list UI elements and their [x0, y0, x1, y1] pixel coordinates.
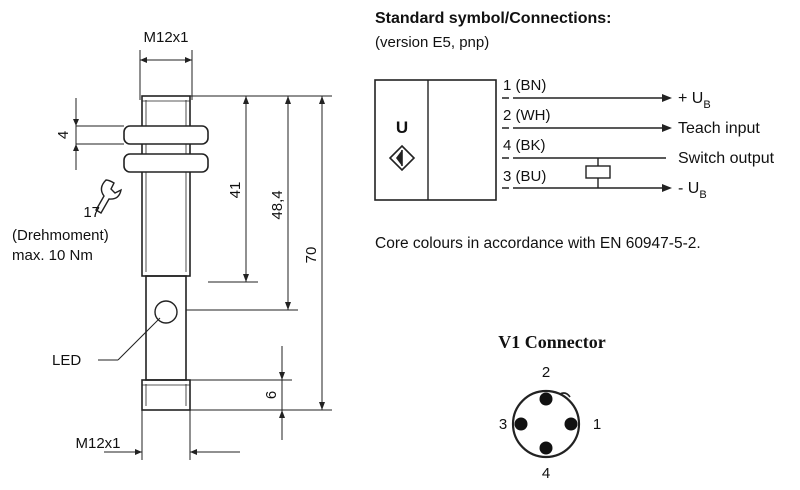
thread-bottom-label: M12x1 — [75, 435, 120, 452]
proximity-symbol-icon — [388, 144, 416, 172]
dim-48-4-label: 48,4 — [269, 190, 286, 219]
torque-value: max. 10 Nm — [12, 247, 93, 264]
nut-width-label: 4 — [55, 131, 72, 139]
pin-label-4: 4 — [542, 465, 550, 482]
pin-3 — [514, 417, 528, 431]
wrench-size-label: 17 — [83, 204, 100, 221]
dim-41-label: 41 — [227, 182, 244, 199]
pin-label-2: 2 — [542, 364, 550, 381]
thread-top-label: M12x1 — [143, 29, 188, 46]
nut-lower — [123, 153, 209, 173]
output-switch-output: Switch output — [678, 150, 775, 167]
connector-title: V1 Connector — [498, 332, 605, 352]
pin-4 — [539, 441, 553, 455]
symbol-title: Standard symbol/Connections: — [375, 10, 611, 27]
nut-upper — [123, 125, 209, 145]
sensor-symbol-box — [374, 79, 497, 201]
torque-label: (Drehmoment) — [12, 227, 109, 244]
sensor-mechanical-drawing: M12x1 — [12, 29, 332, 460]
wire-label-1: 1 (BN) — [503, 77, 546, 94]
pin-label-1: 1 — [593, 416, 601, 433]
symbol-subtitle: (version E5, pnp) — [375, 34, 489, 51]
pin-label-3: 3 — [499, 416, 507, 433]
symbol-box-letter: U — [396, 118, 408, 137]
load-symbol — [585, 158, 611, 188]
led-window — [154, 300, 178, 324]
v1-connector: V1 Connector 2 3 1 4 — [498, 332, 605, 482]
wire-label-3: 3 (BU) — [503, 168, 546, 185]
pin-2 — [539, 392, 553, 406]
sensor-body — [123, 95, 209, 411]
dim-6-label: 6 — [263, 391, 280, 399]
pin-1 — [564, 417, 578, 431]
core-colours-note: Core colours in accordance with EN 60947… — [375, 235, 701, 252]
wire-label-4: 4 (BK) — [503, 137, 546, 154]
connection-symbol: Standard symbol/Connections: (version E5… — [374, 10, 775, 252]
wire-label-2: 2 (WH) — [503, 107, 551, 124]
wrench-icon — [95, 179, 122, 214]
connector-outline — [511, 389, 581, 459]
led-label: LED — [52, 352, 81, 369]
output-teach-input: Teach input — [678, 120, 760, 137]
output-plus-ub: + UB — [678, 90, 711, 111]
dim-70-label: 70 — [303, 247, 320, 264]
output-minus-ub: - UB — [678, 180, 707, 201]
